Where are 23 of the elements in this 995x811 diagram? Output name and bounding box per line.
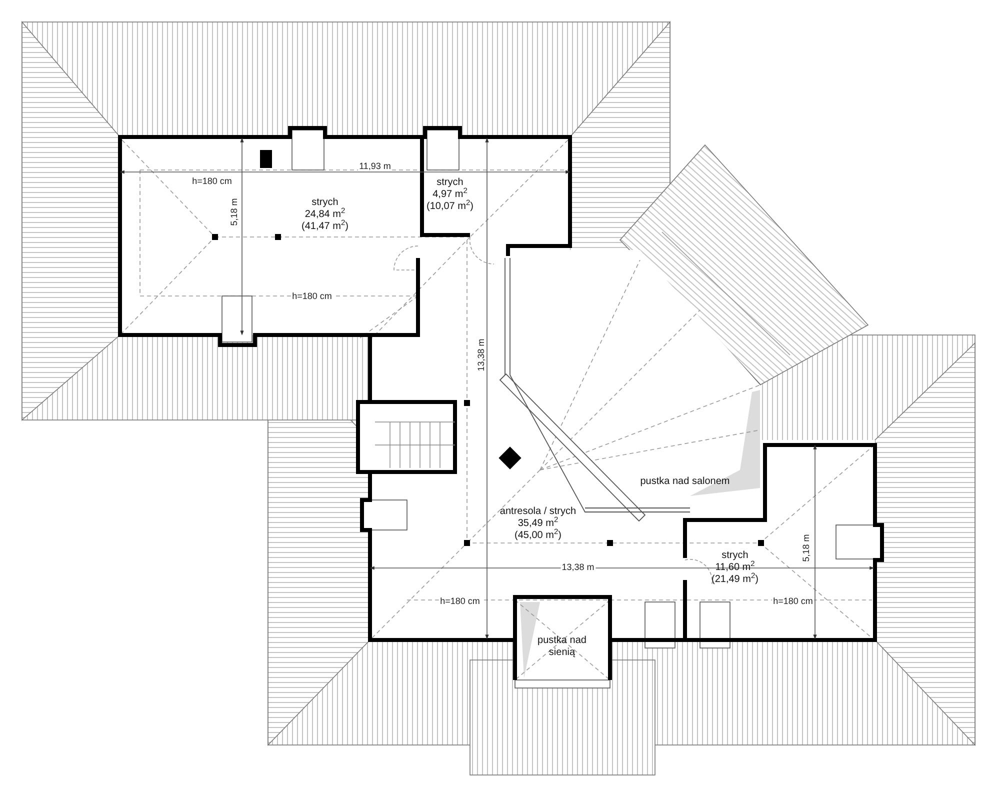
room-area: (41,47 m$^{2}$) — [302, 221, 348, 233]
height-label: h=180 cm — [772, 596, 814, 606]
room-area: 11,60 m$^{2}$ — [715, 562, 755, 574]
room-name: strych — [312, 197, 338, 209]
room-name: strych — [436, 177, 464, 189]
room-name: strych — [722, 550, 748, 562]
room-name: pustka nad salonem — [640, 476, 730, 488]
room-area: 35,49 m$^{2}$ — [518, 518, 558, 530]
height-label: h=180 cm — [191, 176, 233, 186]
dimension-label: 13,38 m — [560, 562, 596, 572]
room-name: pustka nad sienią — [536, 635, 588, 659]
room-name: antresola / strych — [500, 506, 576, 517]
room-area: 24,84 m$^{2}$ — [304, 209, 346, 221]
room-area: (21,49 m$^{2}$) — [712, 574, 758, 586]
height-label: h=180 cm — [439, 596, 481, 606]
room-area: 4,97 m$^{2}$ — [432, 189, 468, 201]
room-area: (45,00 m$^{2}$) — [514, 530, 562, 542]
dimension-label: 5,18 m — [801, 533, 811, 563]
dimension-label: 13,38 m — [476, 338, 486, 372]
height-label: h=180 cm — [291, 291, 333, 301]
dimension-label: 11,93 m — [358, 161, 392, 171]
dimension-label: 5,18 m — [229, 197, 239, 227]
room-area: (10,07 m$^{2}$) — [426, 201, 474, 213]
